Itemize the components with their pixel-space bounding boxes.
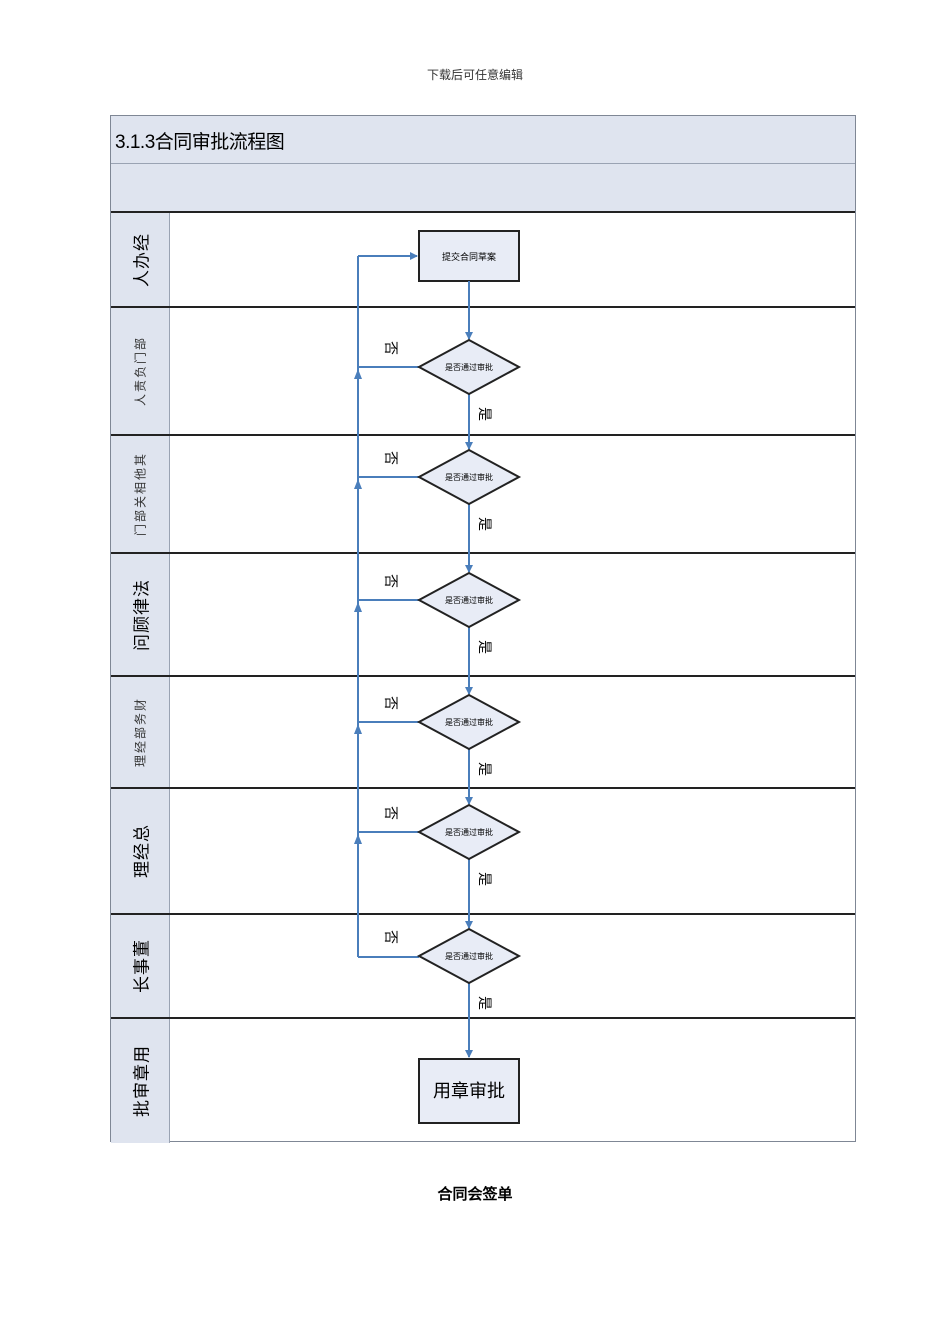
lane-legal: 问顾律法 xyxy=(111,554,855,677)
end-node: 用章审批 xyxy=(418,1058,520,1124)
lane-finance: 理经部务财 xyxy=(111,677,855,789)
no-label: 否 xyxy=(382,341,398,355)
decision-node: 是否通过审批 xyxy=(416,338,522,396)
start-node-label: 提交合同草案 xyxy=(442,251,496,263)
no-label: 否 xyxy=(382,696,398,710)
end-node-label: 用章审批 xyxy=(433,1081,505,1102)
lane-dept-head: 人责负门部 xyxy=(111,308,855,436)
no-label: 否 xyxy=(382,930,398,944)
no-label: 否 xyxy=(382,806,398,820)
yes-label: 是 xyxy=(476,517,492,531)
yes-label: 是 xyxy=(476,407,492,421)
flowchart-table: 3.1.3合同审批流程图 人办经 人责负门部 门部关相他其 问顾律法 理经部务财… xyxy=(110,115,856,1143)
decision-label: 是否通过审批 xyxy=(445,595,493,605)
decision-label: 是否通过审批 xyxy=(445,951,493,961)
no-label: 否 xyxy=(382,574,398,588)
yes-label: 是 xyxy=(476,762,492,776)
lane-gm: 理经总 xyxy=(111,789,855,915)
decision-node: 是否通过审批 xyxy=(416,693,522,751)
start-node: 提交合同草案 xyxy=(418,230,520,282)
decision-node: 是否通过审批 xyxy=(416,803,522,861)
section-title: 合同会签单 xyxy=(437,1185,513,1203)
flowchart-title: 3.1.3合同审批流程图 xyxy=(115,132,285,153)
decision-node: 是否通过审批 xyxy=(416,448,522,506)
flowchart-title-bar: 3.1.3合同审批流程图 xyxy=(111,116,855,164)
decision-label: 是否通过审批 xyxy=(445,472,493,482)
yes-label: 是 xyxy=(476,872,492,886)
page-header-note: 下载后可任意编辑 xyxy=(426,68,523,82)
lane-chairman: 长事董 xyxy=(111,915,855,1019)
decision-node: 是否通过审批 xyxy=(416,927,522,985)
lane-handler: 人办经 xyxy=(111,213,855,308)
decision-label: 是否通过审批 xyxy=(445,827,493,837)
decision-node: 是否通过审批 xyxy=(416,571,522,629)
lane-seal: 批审章用 xyxy=(111,1019,855,1143)
flow-diagram: 提交合同草案 是否通过审批 是否通过审批 是否通过 xyxy=(354,230,522,1124)
flowchart-subheader xyxy=(111,164,855,213)
yes-label: 是 xyxy=(476,996,492,1010)
lane-other-depts: 门部关相他其 xyxy=(111,436,855,554)
decision-label: 是否通过审批 xyxy=(445,362,493,372)
yes-label: 是 xyxy=(476,640,492,654)
no-label: 否 xyxy=(382,451,398,465)
decision-label: 是否通过审批 xyxy=(445,717,493,727)
